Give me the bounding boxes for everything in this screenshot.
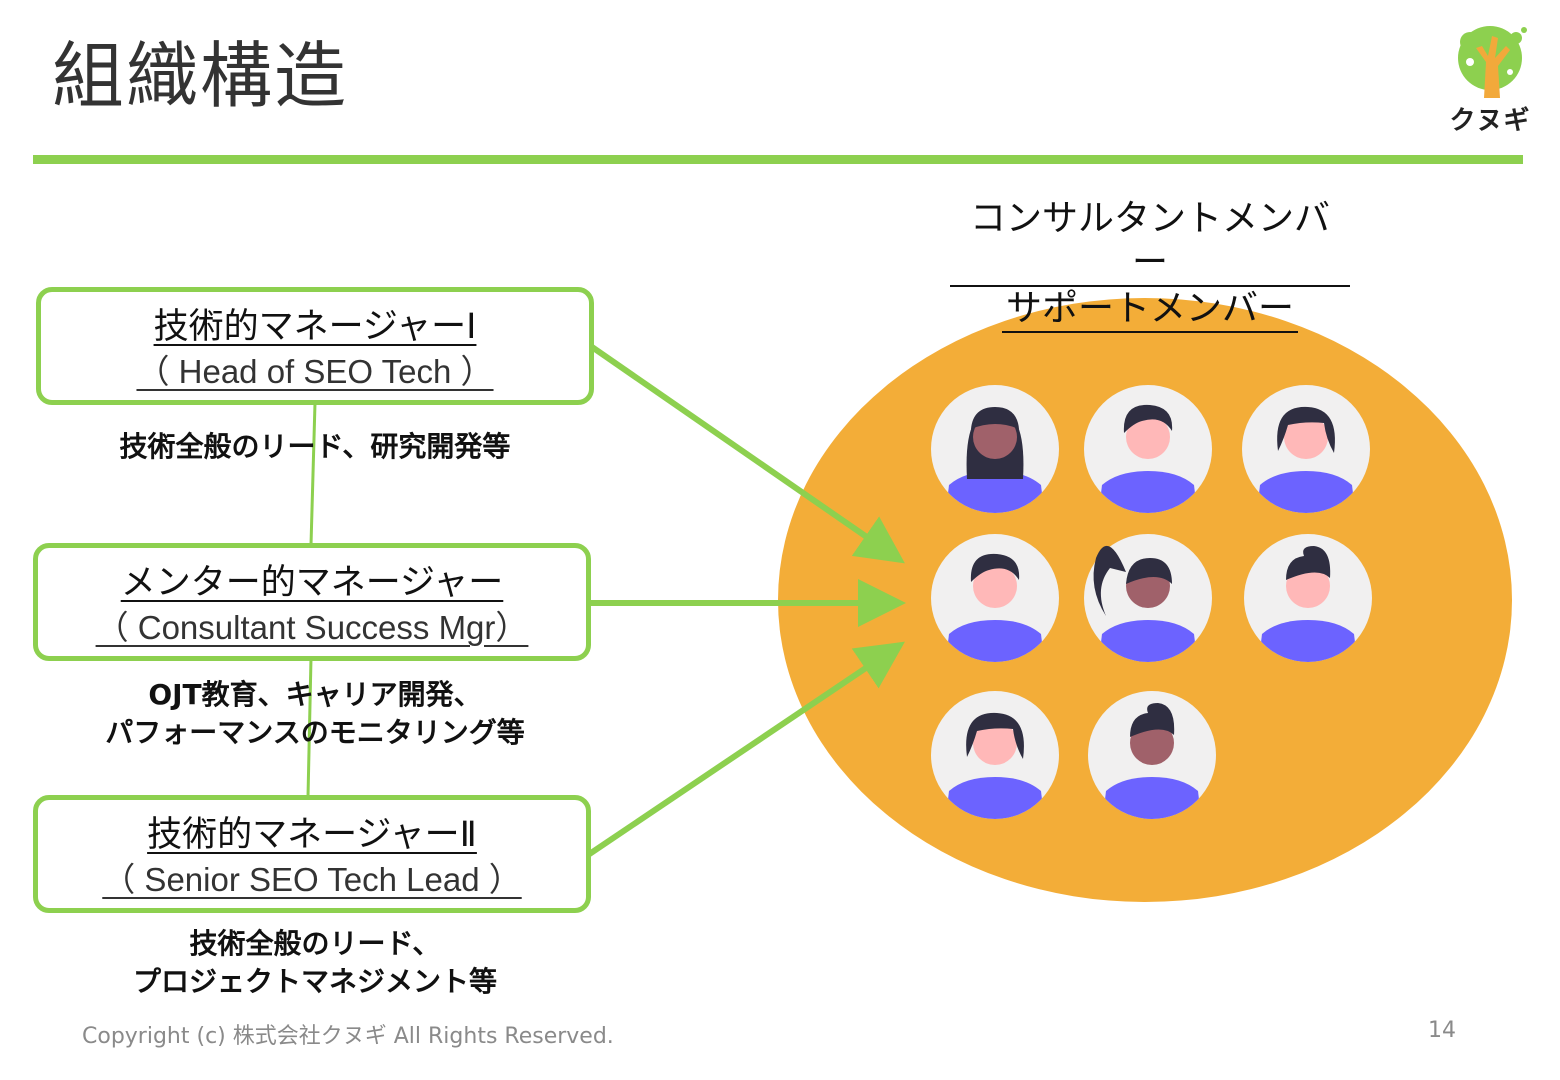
- description-line: 技術全般のリード、研究開発等: [119, 430, 511, 463]
- member-avatar: [931, 691, 1059, 819]
- role-description: 技術全般のリード、研究開発等: [60, 428, 570, 466]
- member-label-consultant: コンサルタントメンバー: [950, 197, 1350, 287]
- hierarchy-connector-2: [306, 657, 313, 798]
- role-subtitle: （ Head of SEO Tech ）: [136, 353, 494, 390]
- member-avatar: [931, 385, 1059, 513]
- role-description: OJT教育、キャリア開発、 パフォーマンスのモニタリング等: [60, 676, 570, 752]
- description-line: プロジェクトマネジメント等: [132, 965, 497, 998]
- role-description: 技術全般のリード、 プロジェクトマネジメント等: [60, 925, 570, 1001]
- title-divider: [33, 155, 1523, 164]
- role-title: 技術的マネージャーⅡ: [147, 815, 477, 855]
- role-box-senior-seo-tech-lead: 技術的マネージャーⅡ （ Senior SEO Tech Lead ）: [33, 795, 591, 913]
- page-number: 14: [1428, 1018, 1456, 1043]
- page-title: 組織構造: [52, 34, 349, 118]
- member-avatar: [1084, 385, 1212, 513]
- company-logo: クヌギ: [1440, 22, 1540, 136]
- member-group-label: コンサルタントメンバー サポートメンバー: [950, 197, 1350, 333]
- member-label-support: サポートメンバー: [1001, 287, 1298, 333]
- logo-text: クヌギ: [1449, 106, 1531, 136]
- copyright-text: Copyright (c) 株式会社クヌギ All Rights Reserve…: [82, 1024, 614, 1049]
- arrow-role1-to-members: [590, 344, 905, 564]
- role-title: メンター的マネージャー: [120, 563, 504, 603]
- description-line: 技術全般のリード、: [189, 927, 441, 960]
- member-avatar: [931, 534, 1059, 662]
- role-box-consultant-success-mgr: メンター的マネージャー （ Consultant Success Mgr）: [33, 543, 591, 661]
- role-subtitle: （ Senior SEO Tech Lead ）: [102, 861, 522, 898]
- description-line: OJT教育、キャリア開発、: [148, 678, 482, 711]
- member-avatar: [1088, 691, 1216, 819]
- description-line: パフォーマンスのモニタリング等: [105, 716, 525, 749]
- hierarchy-connector-1: [309, 402, 317, 546]
- member-avatar: [1084, 534, 1212, 662]
- role-title: 技術的マネージャーⅠ: [153, 307, 477, 347]
- member-avatar: [1242, 385, 1370, 513]
- tree-logo-icon: [1458, 26, 1527, 98]
- role-subtitle: （ Consultant Success Mgr）: [95, 609, 529, 646]
- member-avatars: [931, 385, 1372, 819]
- member-avatar: [1244, 534, 1372, 662]
- role-box-head-of-seo-tech: 技術的マネージャーⅠ （ Head of SEO Tech ）: [36, 287, 594, 405]
- arrow-role3-to-members: [586, 641, 905, 858]
